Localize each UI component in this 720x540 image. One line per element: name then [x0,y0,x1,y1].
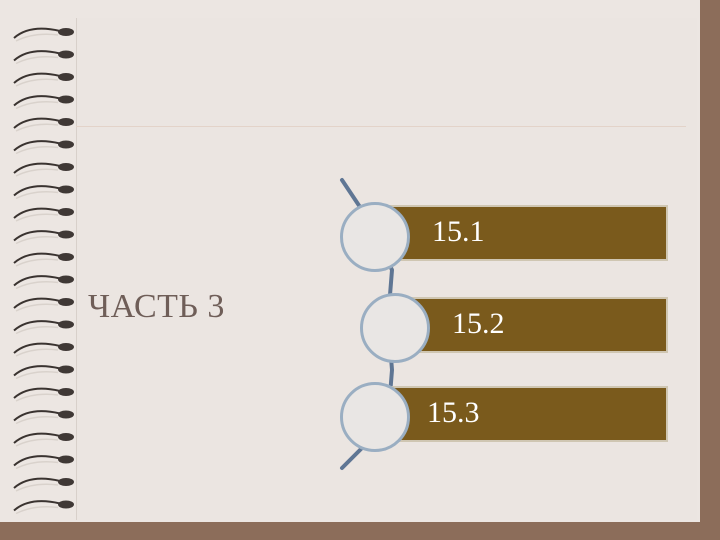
spiral-ring [13,207,74,222]
item-circle-2 [360,293,430,363]
spiral-ring [13,252,74,267]
item-bar-2[interactable]: 15.2 [380,297,668,353]
spiral-ring [13,500,74,515]
item-bar-1[interactable]: 15.1 [380,205,668,261]
spiral-ring [13,455,74,470]
spiral-ring [13,432,74,447]
spiral-ring [13,477,74,492]
item-bar-3[interactable]: 15.3 [380,386,668,442]
spiral-ring [13,162,74,177]
slide-title: ЧАСТЬ 3 [88,288,225,325]
spiral-ring [13,365,74,380]
spiral-ring [13,297,74,312]
spiral-ring [13,320,74,335]
spiral-binding-icon [0,0,90,522]
spiral-ring [13,72,74,87]
item-label-1: 15.1 [432,215,485,248]
item-circle-1 [340,202,410,272]
spiral-ring [13,140,74,155]
spiral-rings [13,27,74,515]
spiral-ring [13,185,74,200]
spiral-ring [13,275,74,290]
spiral-ring [13,95,74,110]
spiral-ring [13,50,74,65]
spiral-ring [13,230,74,245]
item-circle-3 [340,382,410,452]
item-label-3: 15.3 [427,396,480,429]
spiral-ring [13,117,74,132]
ruled-divider-line [76,126,686,127]
spiral-ring [13,342,74,357]
spiral-ring [13,410,74,425]
item-label-2: 15.2 [452,307,505,340]
spiral-ring [13,27,74,42]
spiral-ring [13,387,74,402]
